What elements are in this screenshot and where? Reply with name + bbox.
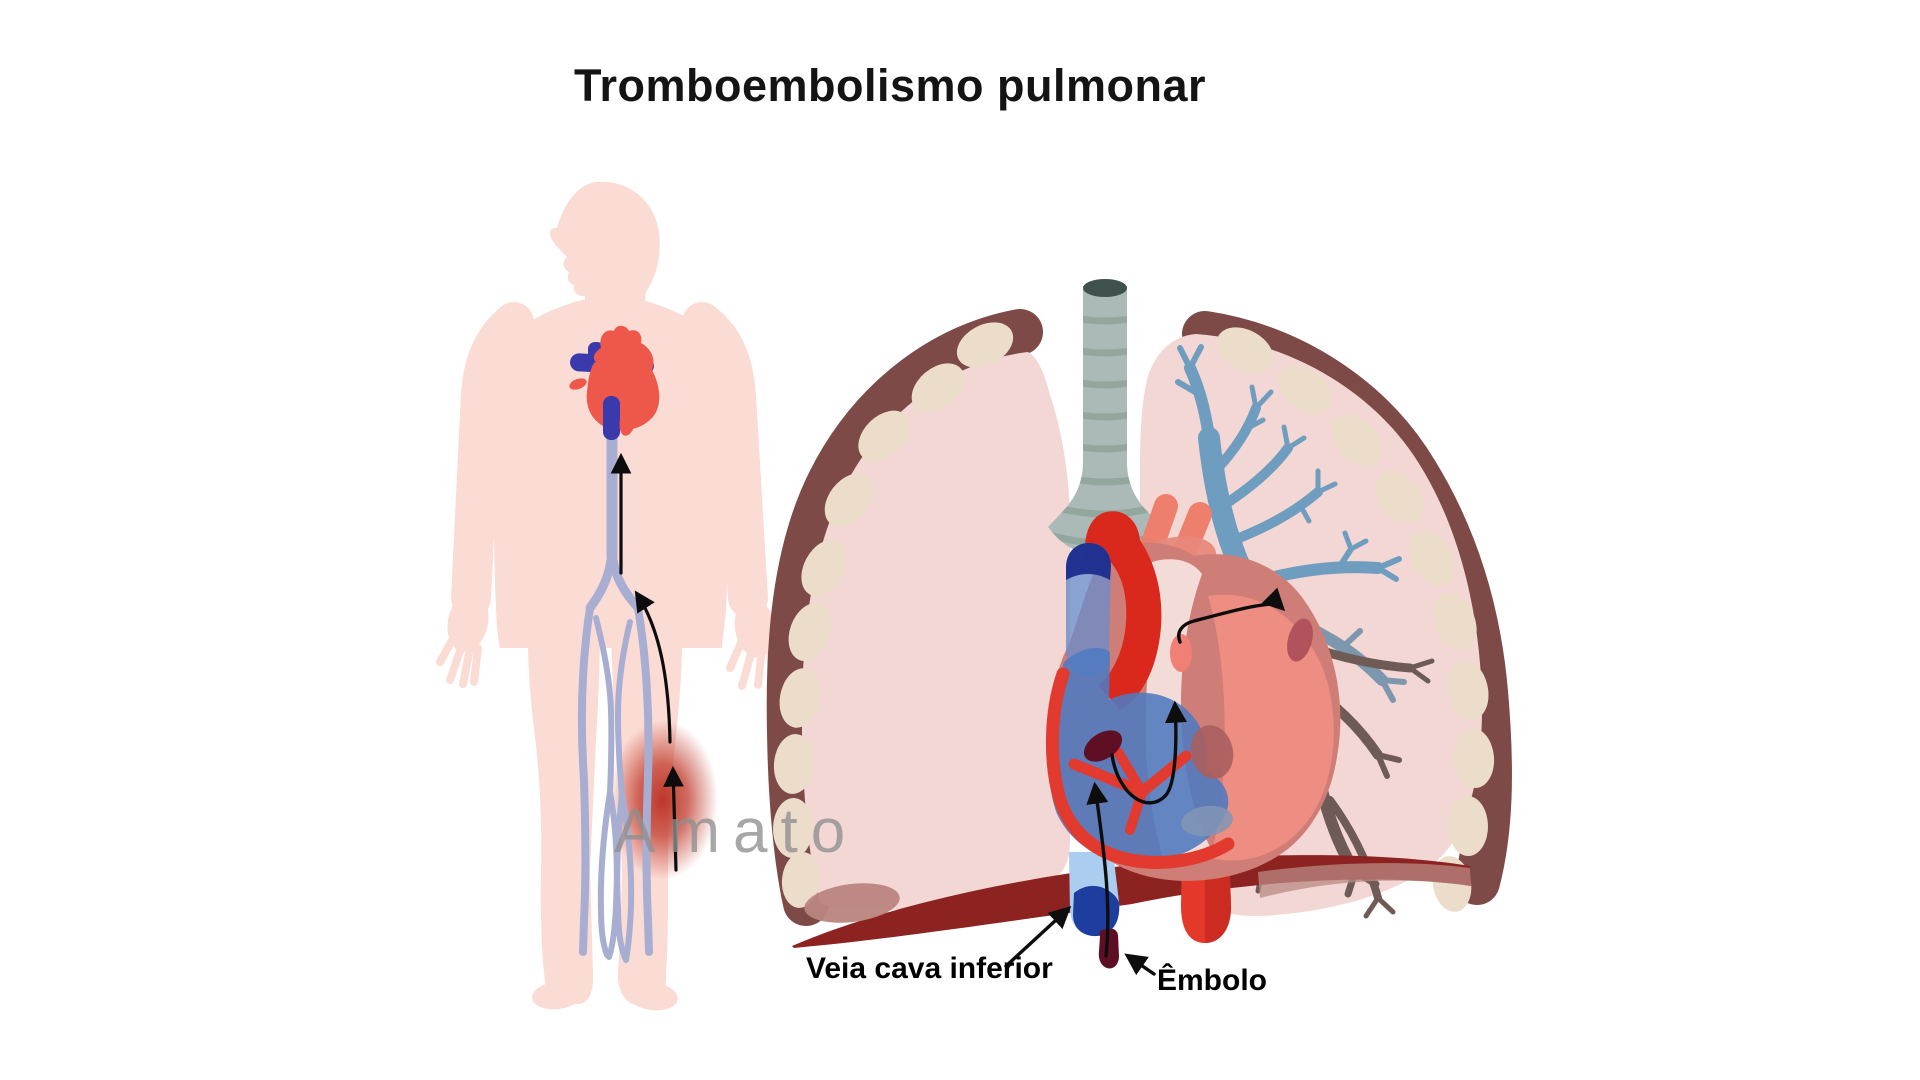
rib-segments xyxy=(772,322,1495,912)
embolus-free xyxy=(1098,928,1119,969)
label-arrows xyxy=(1004,906,1156,976)
mini-heart-vessel-stub xyxy=(569,378,587,390)
arm-left xyxy=(451,302,534,618)
mini-heart-ivc xyxy=(603,396,620,440)
vena-cava-label-arrow xyxy=(1004,906,1072,968)
watermark: Amato xyxy=(614,797,858,866)
chamber-gray-patch xyxy=(1181,805,1233,837)
arm-right xyxy=(682,302,768,618)
flow-arrow-leg xyxy=(663,765,684,872)
embolus-path-arrows-body xyxy=(610,452,684,872)
foot-left xyxy=(532,980,584,1010)
label-vena-cava: Veia cava inferior xyxy=(806,952,1053,985)
superior-vena-cava-cap xyxy=(1066,543,1111,580)
flow-arrow-iliac xyxy=(634,590,672,744)
mini-heart-apex-vessel2 xyxy=(635,402,649,422)
mini-heart xyxy=(569,325,660,440)
embolus-path-arrows-chest xyxy=(1086,587,1286,958)
bronchial-tree-upper xyxy=(1175,344,1402,627)
embolo-label-arrow xyxy=(1124,953,1156,976)
foot-right xyxy=(626,981,678,1011)
valve-pink-oval xyxy=(1170,634,1192,672)
superior-vena-cava xyxy=(1066,543,1111,677)
ventricle-shadow-oval xyxy=(1190,725,1234,779)
flow-arrow-vena-cava xyxy=(1086,781,1110,958)
dvt-clot-glow xyxy=(608,720,718,880)
flow-arrow-pulmonary xyxy=(1177,587,1286,644)
tricuspid-valve-bands xyxy=(1046,667,1235,869)
right-heart-chamber xyxy=(1048,647,1229,863)
diaphragm-right-overlap xyxy=(1258,863,1471,898)
aortic-arch xyxy=(1084,511,1162,710)
page-title: Tromboembolismo pulmonar xyxy=(573,60,1207,111)
flow-arrow-ventricle xyxy=(1110,700,1188,805)
leg-left xyxy=(527,612,600,1004)
label-embolo: Êmbolo xyxy=(1157,963,1267,997)
lung-vessel-clot xyxy=(1287,618,1313,662)
chest-illustration xyxy=(766,279,1512,976)
fingers-left xyxy=(436,631,482,688)
diaphragm-highlight xyxy=(804,883,900,923)
trachea-cap xyxy=(1083,279,1127,297)
mini-heart-apex-vessel xyxy=(619,404,637,436)
head-silhouette xyxy=(549,181,660,317)
human-figure xyxy=(436,181,776,1011)
left-ventricle-lobe xyxy=(1208,594,1334,861)
heart xyxy=(1046,494,1341,881)
